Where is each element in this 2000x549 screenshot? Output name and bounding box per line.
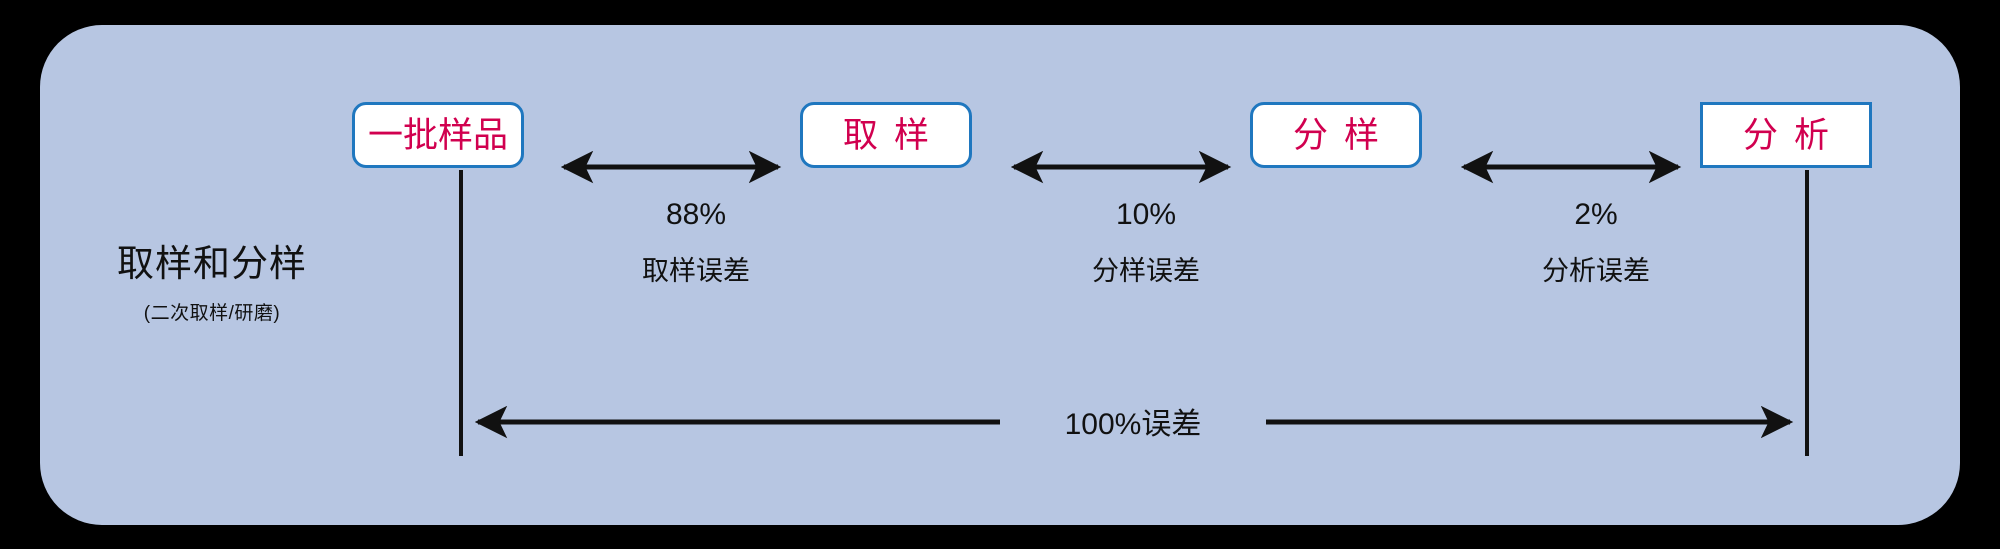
gap-error-analysis: 分析误差: [1542, 256, 1650, 286]
page-subtitle: (二次取样/研磨): [143, 302, 281, 324]
gap-label-subsampling: 10% 分样误差: [1016, 200, 1276, 285]
gap-percent-sampling: 88%: [665, 198, 727, 231]
stage-box-batch-sample[interactable]: 一批样品: [352, 102, 524, 168]
stage-box-subsampling[interactable]: 分样: [1250, 102, 1422, 168]
page-title: 取样和分样: [117, 243, 307, 284]
gap-error-subsampling: 分样误差: [1092, 256, 1200, 286]
diagram-caption: 取样和分样 (二次取样/研磨): [62, 243, 362, 325]
gap-label-sampling: 88% 取样误差: [566, 200, 826, 285]
gap-error-sampling: 取样误差: [642, 256, 750, 286]
stage-box-analysis[interactable]: 分析: [1700, 102, 1872, 168]
stage-box-sampling[interactable]: 取样: [800, 102, 972, 168]
gap-percent-analysis: 2%: [1574, 198, 1618, 231]
total-error-label: 100%误差: [1064, 408, 1202, 441]
gap-label-analysis: 2% 分析误差: [1466, 200, 1726, 285]
gap-percent-subsampling: 10%: [1115, 198, 1177, 231]
